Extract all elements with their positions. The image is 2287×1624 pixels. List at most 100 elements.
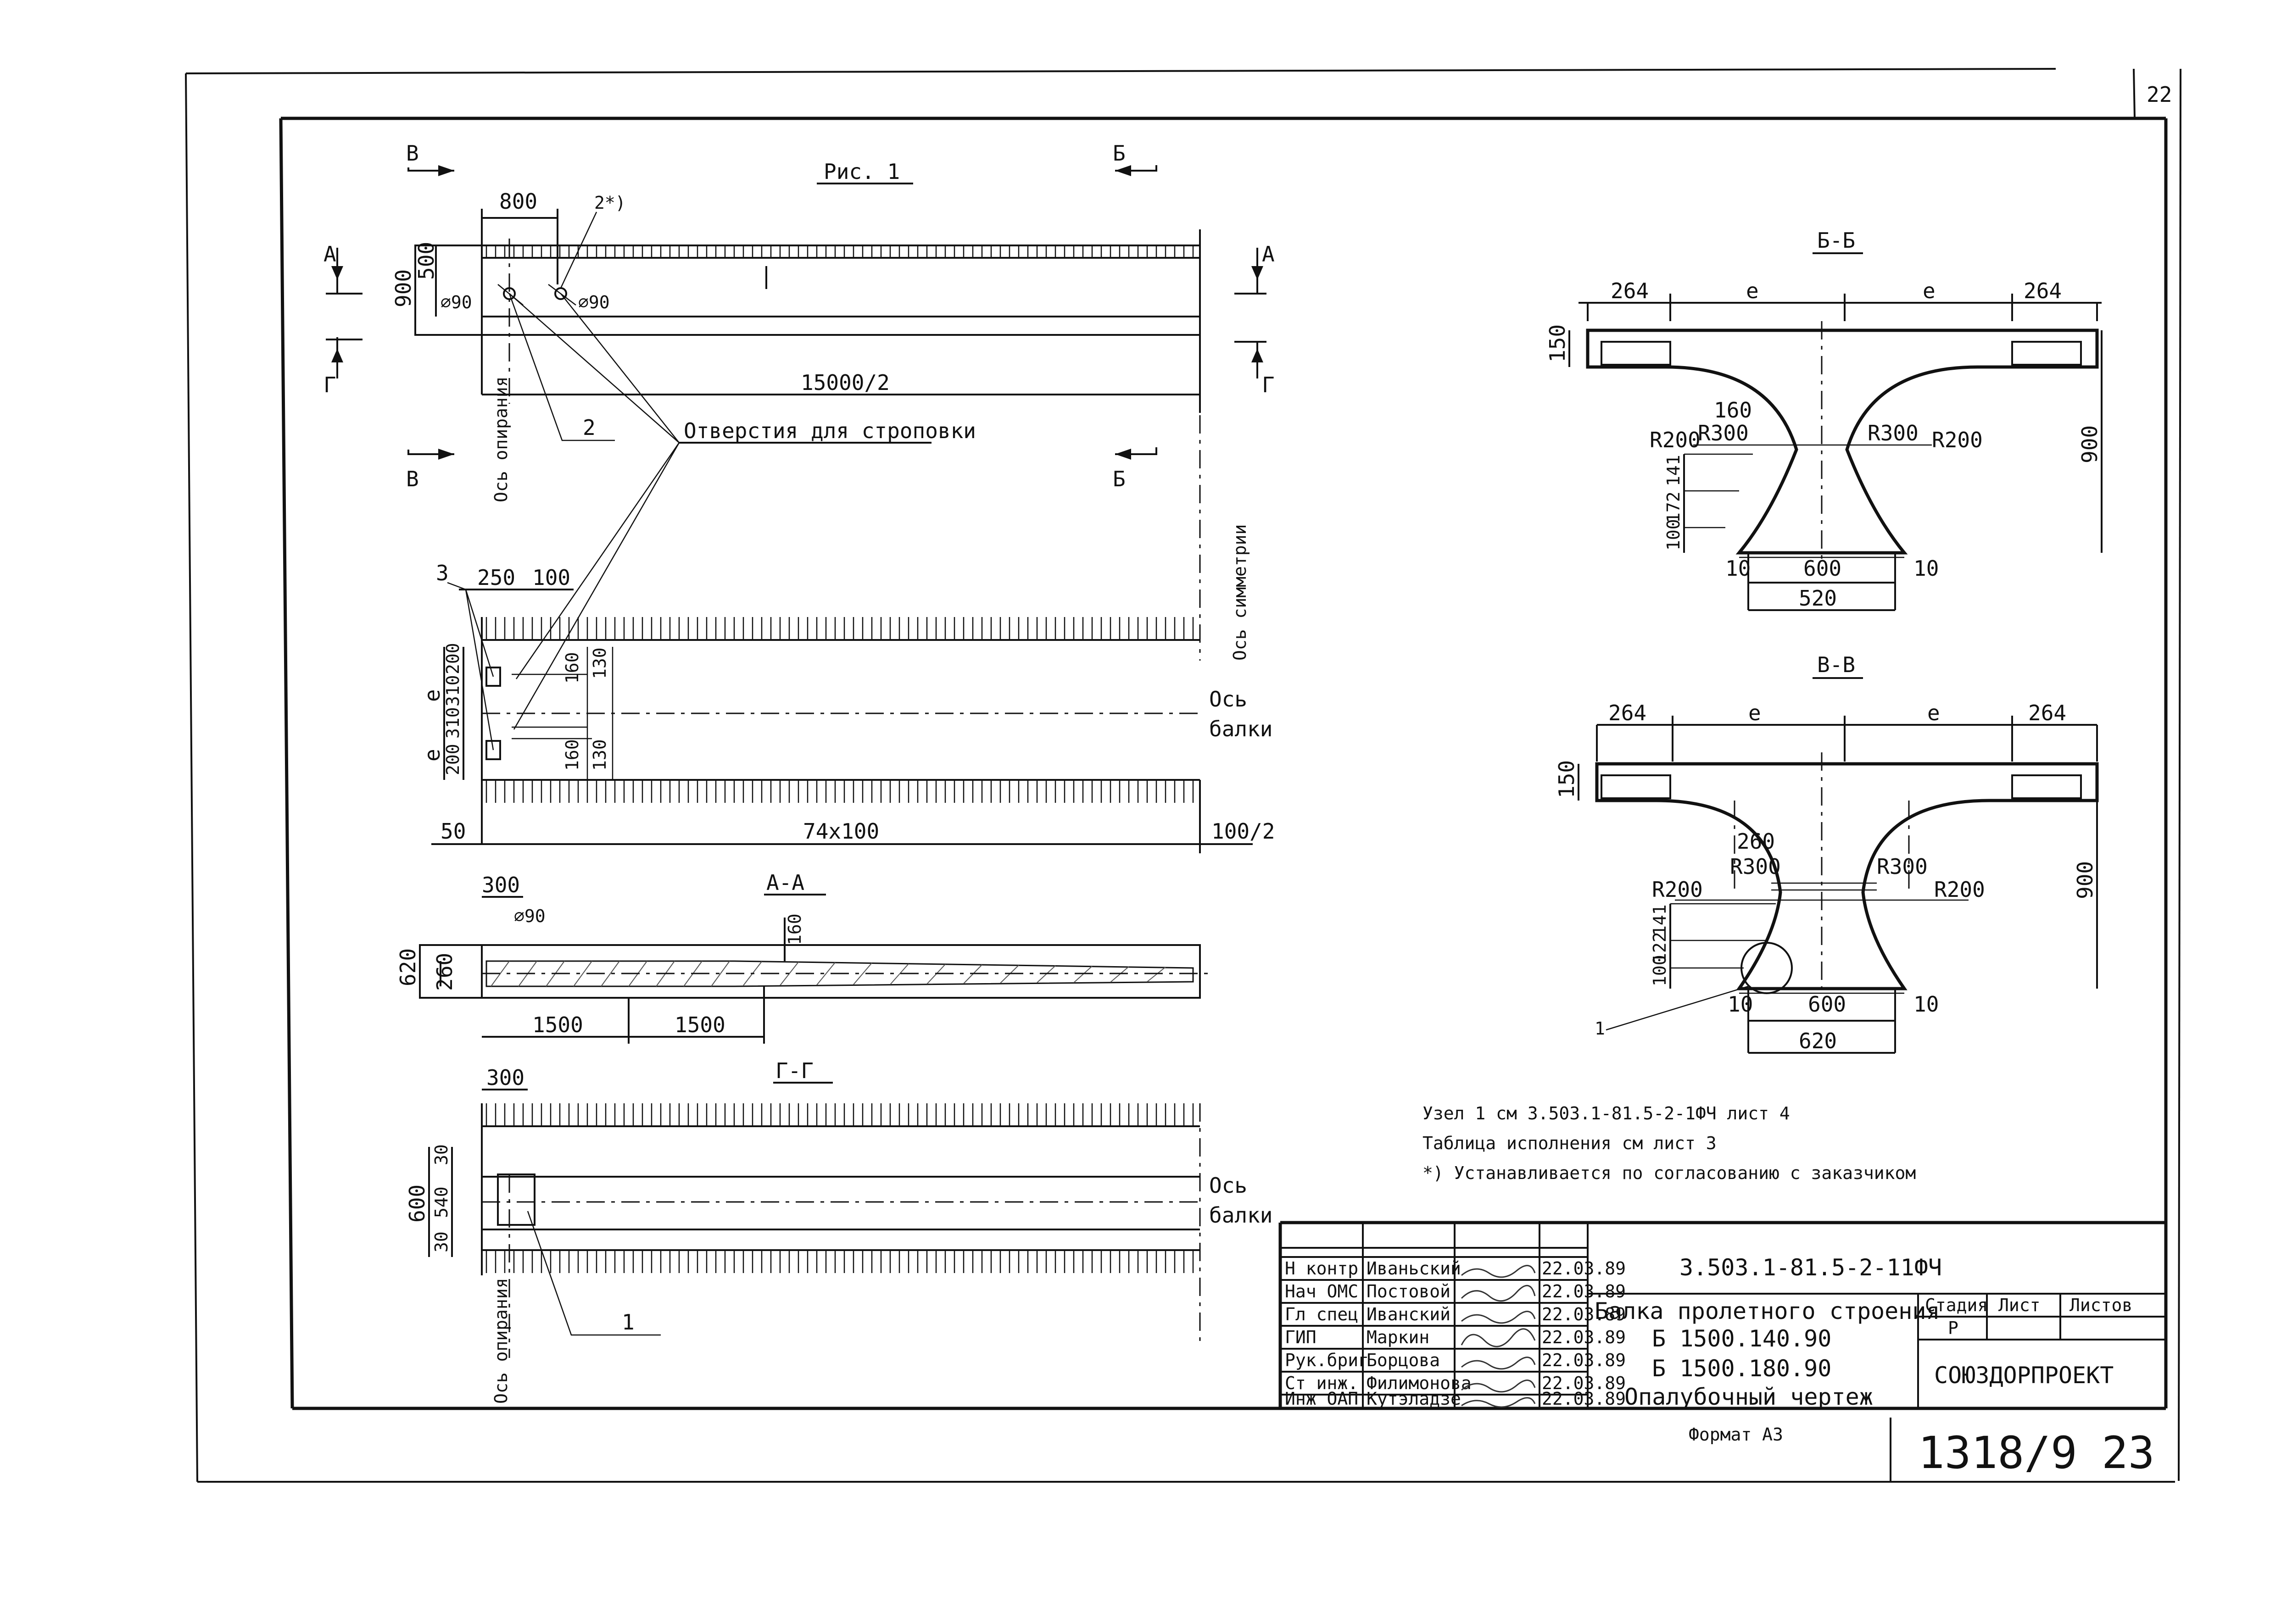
symmetry-axis-label: Ось симметрии [1230, 524, 1250, 661]
signature-role: Нач ОМС [1285, 1281, 1358, 1301]
dim-900-plan: 900 [391, 269, 416, 307]
note-3: *) Устанавливается по согласованию с зак… [1422, 1163, 1916, 1183]
dim-130-bottom: 130 [590, 739, 610, 771]
dim-540: 540 [431, 1186, 452, 1218]
dim-900-bb: 900 [2077, 425, 2102, 463]
callout-2: 2 [583, 415, 596, 440]
section-mark-v-top: В [406, 141, 419, 166]
dim-172-bb: 172 [1663, 491, 1684, 523]
gg-view: Г-Г 300 Ось балки 600 30 540 30 Ось опир… [405, 1058, 1272, 1404]
dim-e-vv-left: е [1748, 701, 1761, 725]
dim-200-bottom: 200 [443, 744, 463, 775]
bb-left-flange-slot [1601, 341, 1671, 366]
dim-160-bb: 160 [1714, 398, 1752, 423]
beam-axis-label-gg-2: балки [1209, 1203, 1272, 1228]
slot-top [485, 667, 501, 687]
signature-date: 22.03.89 [1542, 1327, 1626, 1347]
dim-200-top: 200 [443, 643, 463, 674]
callout-1: 1 [622, 1310, 635, 1335]
signature-date: 22.03.89 [1542, 1389, 1626, 1409]
dim-e-bottom: е [420, 749, 445, 762]
bb-title: Б-Б [1817, 228, 1855, 253]
inventory-number: 1318/9 [1918, 1427, 2077, 1479]
sheet-header: Лист [1998, 1295, 2041, 1315]
dim-r300-bb-right: R300 [1868, 421, 1919, 445]
dim-d90-left: ⌀90 [441, 292, 472, 312]
fig1-plan-view: Рис. 1 В Б А А Г Г [324, 141, 1275, 730]
stage-value: Р [1948, 1318, 1958, 1338]
slot-bottom [485, 740, 501, 760]
signature-name: Иваньский [1367, 1258, 1461, 1279]
callout-node-1: 1 [1595, 1018, 1605, 1039]
signature-role: ГИП [1285, 1327, 1316, 1347]
dim-300-gg: 300 [486, 1065, 524, 1090]
fig1-title: Рис. 1 [824, 159, 900, 184]
signature-name: Филимонова [1367, 1373, 1472, 1393]
signature-row-2: Нач ОМС Постовой 22.03.89 [1285, 1281, 1626, 1302]
signature-role: Гл спец [1285, 1304, 1358, 1324]
title-block: Н контр Иваньский 22.03.89 Нач ОМС Посто… [1278, 1221, 2166, 1482]
dim-600-bb: 600 [1803, 556, 1841, 581]
signature-role: Рук.бриг [1285, 1350, 1369, 1370]
beam-axis-label-1: Ось [1209, 687, 1247, 712]
note-1: Узел 1 см 3.503.1-81.5-2-1ФЧ лист 4 [1422, 1103, 1790, 1123]
drawing-subtitle: Опалубочный чертеж [1624, 1384, 1873, 1410]
vv-right-flange-slot [2011, 774, 2082, 799]
dim-74x100: 74х100 [803, 819, 879, 844]
dim-100: 100 [532, 565, 570, 590]
vv-left-flange-slot [1601, 774, 1671, 799]
support-axis-label-bottom: Ось опирания [491, 1278, 511, 1404]
organization: СОЮЗДОРПРОЕКТ [1934, 1362, 2114, 1389]
signature-scribble [1461, 1265, 1536, 1278]
dim-264-vv-right: 264 [2028, 701, 2066, 725]
support-axis-label-top: Ось опирания [491, 376, 511, 502]
note-2: Таблица исполнения см лист 3 [1422, 1133, 1717, 1153]
dim-30-bottom: 30 [431, 1231, 452, 1252]
dim-160-aa: 160 [785, 913, 805, 945]
notes: Узел 1 см 3.503.1-81.5-2-1ФЧ лист 4 Табл… [1422, 1103, 1916, 1183]
signature-name: Постовой [1367, 1281, 1450, 1301]
section-mark-a-right: А [1262, 242, 1275, 267]
dim-e-bb-left: е [1746, 278, 1759, 303]
dim-1500-b: 1500 [675, 1012, 725, 1037]
sheets-header: Листов [2069, 1295, 2132, 1315]
dim-620-vv: 620 [1799, 1029, 1837, 1053]
drawing-title: Балка пролетного строения [1595, 1298, 1940, 1324]
signature-scribble [1461, 1357, 1536, 1370]
dim-264-bb-right: 264 [2024, 278, 2062, 303]
dim-1500-a: 1500 [532, 1012, 583, 1037]
signature-row-5: Рук.бриг Борцова 22.03.89 [1285, 1350, 1626, 1370]
node-1-circle [1740, 942, 1793, 994]
bb-right-flange-slot [2011, 341, 2082, 366]
signature-name: Иванский [1367, 1304, 1450, 1324]
section-mark-a-left: А [324, 242, 336, 267]
signature-date: 22.03.89 [1542, 1350, 1626, 1370]
dim-10-bb-left: 10 [1725, 556, 1751, 581]
signature-scribble [1461, 1379, 1536, 1393]
signature-role: Инж ОАП [1285, 1389, 1358, 1409]
signature-date: 22.03.89 [1542, 1373, 1626, 1393]
dim-15000: 15000/2 [801, 370, 890, 395]
dim-10-bb-right: 10 [1913, 556, 1939, 581]
dim-141-vv: 141 [1650, 904, 1670, 936]
dim-620-aa: 620 [396, 948, 420, 986]
callout-2-star: 2*) [594, 193, 626, 213]
dim-100-2: 100/2 [1211, 819, 1275, 844]
signature-row-3: Гл спец Иванский 22.03.89 [1285, 1304, 1626, 1324]
signature-date: 22.03.89 [1542, 1258, 1626, 1279]
dim-310-top: 310 [443, 675, 463, 706]
gg-title: Г-Г [775, 1058, 814, 1083]
dim-10-vv-right: 10 [1913, 992, 1939, 1017]
dim-130-top: 130 [590, 647, 610, 679]
dim-e-top: е [420, 689, 445, 702]
dim-r200-vv-left: R200 [1652, 877, 1703, 902]
dim-900-vv: 900 [2073, 861, 2097, 899]
dim-100-vv: 100 [1650, 955, 1670, 986]
dim-r300-vv-right: R300 [1877, 854, 1928, 879]
dim-e-bb-right: е [1923, 278, 1936, 303]
dim-d90-right: ⌀90 [578, 292, 610, 312]
drawing-code: 3.503.1-81.5-2-11ФЧ [1679, 1254, 1942, 1281]
dim-r200-vv-right: R200 [1934, 877, 1985, 902]
dim-d90-aa: ⌀90 [514, 906, 546, 926]
dim-100-bb: 100 [1663, 519, 1684, 551]
